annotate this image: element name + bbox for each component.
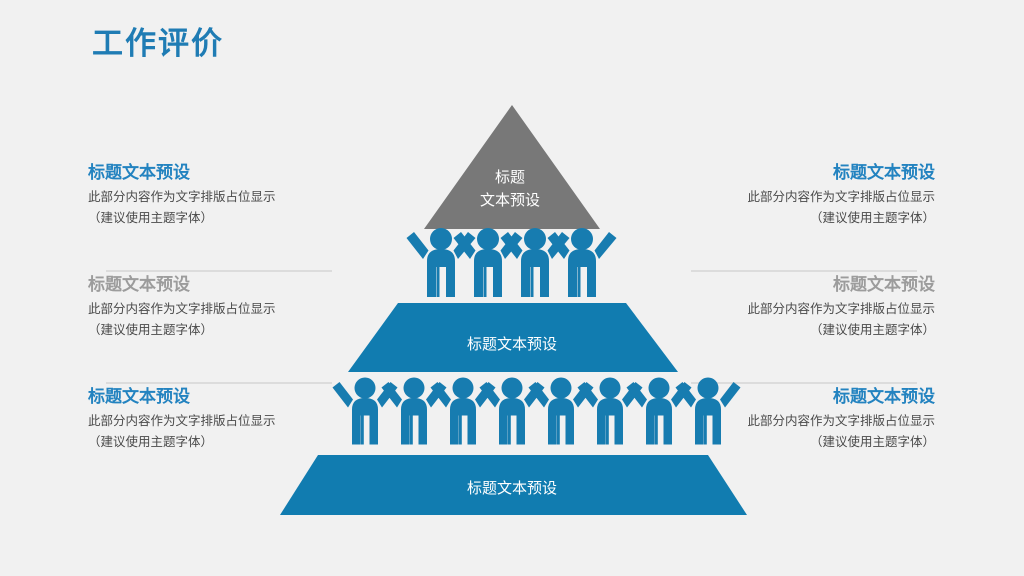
text-block-divider [106,382,332,384]
text-block-line-1: 此部分内容作为文字排版占位显示 [747,189,935,204]
pyramid-bottom-label: 标题文本预设 [466,479,557,497]
text-block-line-2: （建议使用主题字体） [809,434,935,449]
text-block-line-2: （建议使用主题字体） [809,322,935,337]
text-block-line-1: 此部分内容作为文字排版占位显示 [88,413,276,428]
text-block-heading: 标题文本预设 [88,387,190,407]
person-icon [528,377,594,445]
text-block-line-1: 此部分内容作为文字排版占位显示 [747,301,935,316]
text-block-divider [106,270,332,272]
person-icon [626,377,692,445]
text-block-heading: 标题文本预设 [833,387,935,407]
text-block: 标题文本预设 此部分内容作为文字排版占位显示 （建议使用主题字体） [690,384,935,496]
text-block: 标题文本预设 此部分内容作为文字排版占位显示 （建议使用主题字体） [88,160,333,272]
text-block: 标题文本预设 此部分内容作为文字排版占位显示 （建议使用主题字体） [690,160,935,272]
text-block: 标题文本预设 此部分内容作为文字排版占位显示 （建议使用主题字体） [88,272,333,384]
pyramid-middle-trapezoid [348,303,678,372]
person-icon [453,228,523,297]
person-icon [577,377,643,445]
person-icon [381,377,447,445]
text-block-line-1: 此部分内容作为文字排版占位显示 [88,301,276,316]
text-block-heading: 标题文本预设 [833,275,935,295]
text-block-line-2: （建议使用主题字体） [88,210,214,225]
person-icon [500,228,570,297]
text-block-heading: 标题文本预设 [833,163,935,183]
figure-row-top [406,228,617,297]
text-block-line-2: （建议使用主题字体） [88,434,214,449]
text-block-line-1: 此部分内容作为文字排版占位显示 [747,413,935,428]
pyramid-top-label-line-1: 标题 [494,168,525,186]
right-text-column: 标题文本预设 此部分内容作为文字排版占位显示 （建议使用主题字体） 标题文本预设… [690,160,935,496]
left-text-column: 标题文本预设 此部分内容作为文字排版占位显示 （建议使用主题字体） 标题文本预设… [88,160,333,496]
text-block: 标题文本预设 此部分内容作为文字排版占位显示 （建议使用主题字体） [690,272,935,384]
text-block-heading: 标题文本预设 [88,275,190,295]
text-block: 标题文本预设 此部分内容作为文字排版占位显示 （建议使用主题字体） [88,384,333,496]
pyramid-top-triangle [424,105,600,229]
person-icon [332,377,398,445]
page-title: 工作评价 [92,26,224,62]
pyramid-top-label: 标题 文本预设 [450,166,570,212]
pyramid-top-label-line-2: 文本预设 [479,191,540,209]
figure-row-bottom [332,377,741,445]
person-icon [430,377,496,445]
text-block-divider [691,382,917,384]
text-block-line-2: （建议使用主题字体） [809,210,935,225]
text-block-divider [691,270,917,272]
person-icon [547,228,617,297]
person-icon [479,377,545,445]
text-block-line-2: （建议使用主题字体） [88,322,214,337]
text-block-heading: 标题文本预设 [88,163,190,183]
pyramid-middle-label: 标题文本预设 [466,335,557,353]
person-icon [406,228,476,297]
text-block-line-1: 此部分内容作为文字排版占位显示 [88,189,276,204]
pyramid-bottom-trapezoid [280,455,747,515]
